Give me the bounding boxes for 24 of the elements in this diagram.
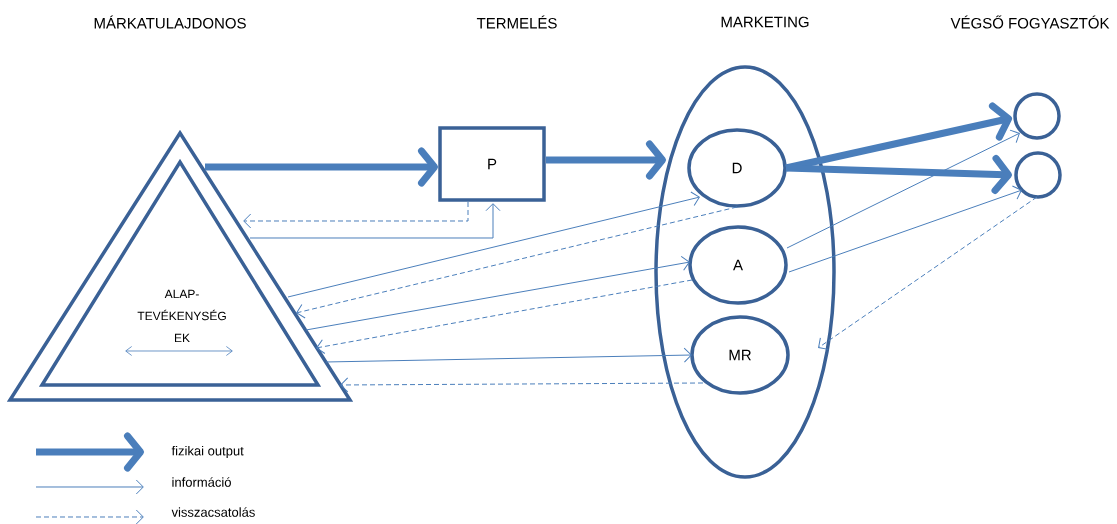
arrow [287,191,700,298]
arrow [325,347,692,363]
arrow [786,129,1020,249]
column-heading: VÉGSŐ FOGYASZTÓK [950,15,1110,29]
column-heading: MARKETING [721,16,809,28]
arrow [785,155,1012,194]
arrow [305,255,690,331]
column-heading: MÁRKATULAJDONOS [94,15,246,29]
circle [1013,92,1061,140]
arrow [296,206,738,319]
arrow [316,279,693,354]
arrow [205,147,438,187]
arrow [788,185,1022,273]
process-box: P [438,126,546,202]
column-heading: TERMELÉS [476,15,557,29]
legend-text: információ [172,477,231,487]
arrow [818,196,1038,350]
legend-text: fizikai output [171,445,244,459]
arrow [340,377,704,393]
circle [1014,151,1062,199]
arrow [249,203,501,239]
ellipse [654,65,836,479]
legend-text: visszacsatolás [171,507,255,517]
arrow [243,201,469,229]
